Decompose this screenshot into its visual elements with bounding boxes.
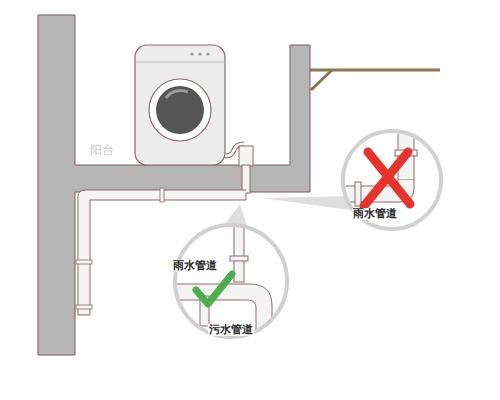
pipe-label: 污水管道 xyxy=(208,324,254,336)
floor-drain xyxy=(239,146,253,166)
machine-door xyxy=(149,79,211,141)
pipe-label: 雨水管道 xyxy=(172,260,218,272)
correct-detail xyxy=(170,222,272,345)
callout-ring xyxy=(172,222,290,340)
callout-ground xyxy=(342,130,442,230)
pipe-joint xyxy=(160,188,164,202)
pipe-joint xyxy=(76,260,92,264)
machine-button xyxy=(206,52,209,55)
wall-section xyxy=(38,15,310,355)
callout-ground xyxy=(174,224,288,338)
pipe-label: 雨水管道 xyxy=(352,208,398,220)
callout-circle: 雨水管道 xyxy=(340,128,444,232)
drain-riser xyxy=(242,165,250,193)
machine-drum xyxy=(156,86,204,134)
rack-brace xyxy=(311,70,332,90)
area-label: 阳台 xyxy=(90,144,114,157)
machine-panel xyxy=(135,62,225,63)
machine-button xyxy=(198,52,201,55)
pipe-joint xyxy=(76,305,92,309)
washing-machine xyxy=(135,45,225,165)
callout-circle: 雨水管道污水管道 xyxy=(172,222,290,340)
machine-button xyxy=(190,52,193,55)
drum-shine xyxy=(166,90,188,98)
callout-pointer xyxy=(262,196,350,210)
